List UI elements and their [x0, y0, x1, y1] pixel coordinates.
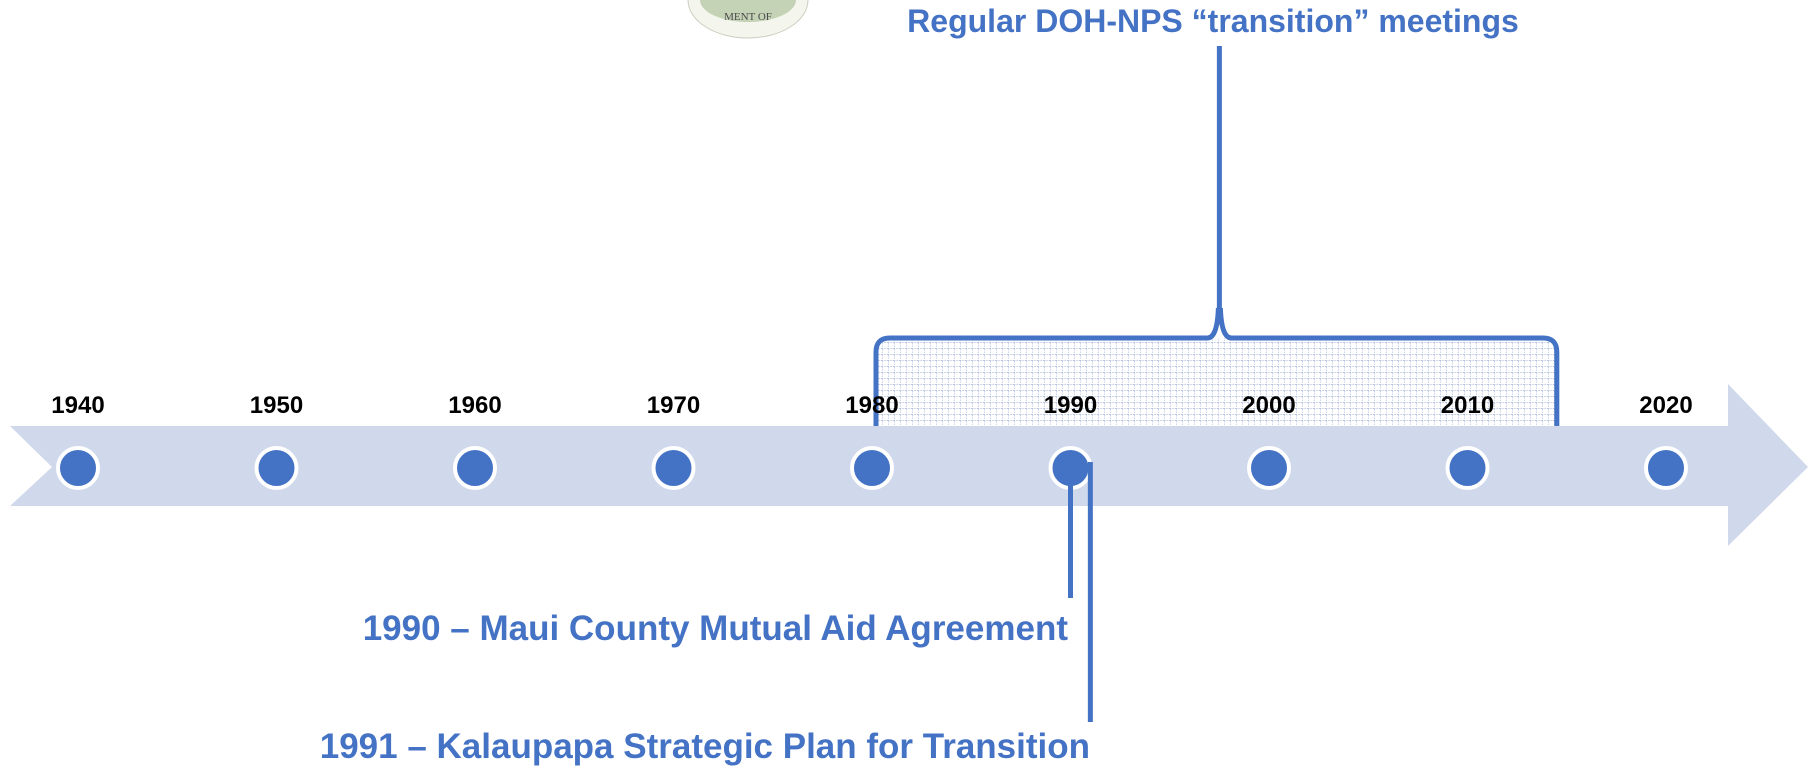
- period-label: Regular DOH-NPS “transition” meetings: [907, 3, 1519, 39]
- year-label: 1980: [845, 392, 898, 419]
- year-dot: [56, 446, 100, 490]
- year-label: 1970: [647, 392, 700, 419]
- year-label: 1960: [448, 392, 501, 419]
- period-bracket-fill: [876, 338, 1557, 428]
- year-dot: [453, 446, 497, 490]
- year-dot: [1445, 446, 1490, 490]
- year-dot: [850, 446, 894, 490]
- seal-text: MENT OF: [724, 11, 772, 23]
- event-callouts: 1990 – Maui County Mutual Aid Agreement 1…: [320, 462, 1093, 766]
- year-label: 1990: [1044, 392, 1097, 419]
- year-dot: [254, 446, 299, 490]
- year-dot: [651, 446, 696, 490]
- year-dot: [1644, 446, 1688, 490]
- timeline-arrow: [10, 384, 1808, 546]
- period-bracket: [873, 307, 1560, 428]
- event-label: 1991 – Kalaupapa Strategic Plan for Tran…: [320, 727, 1090, 766]
- year-dot: [1247, 446, 1291, 490]
- year-labels: 1940 1950 1960 1970 1980 1990 2000 2010 2020: [51, 392, 1692, 419]
- year-label: 2010: [1441, 392, 1494, 419]
- department-seal-logo: MENT OF: [687, 0, 809, 39]
- year-label: 1950: [250, 392, 303, 419]
- period-bracket-group: Regular DOH-NPS “transition” meetings: [873, 3, 1560, 428]
- year-label: 2020: [1639, 392, 1692, 419]
- event-label: 1990 – Maui County Mutual Aid Agreement: [363, 609, 1069, 648]
- year-label: 2000: [1242, 392, 1295, 419]
- year-label: 1940: [51, 392, 104, 419]
